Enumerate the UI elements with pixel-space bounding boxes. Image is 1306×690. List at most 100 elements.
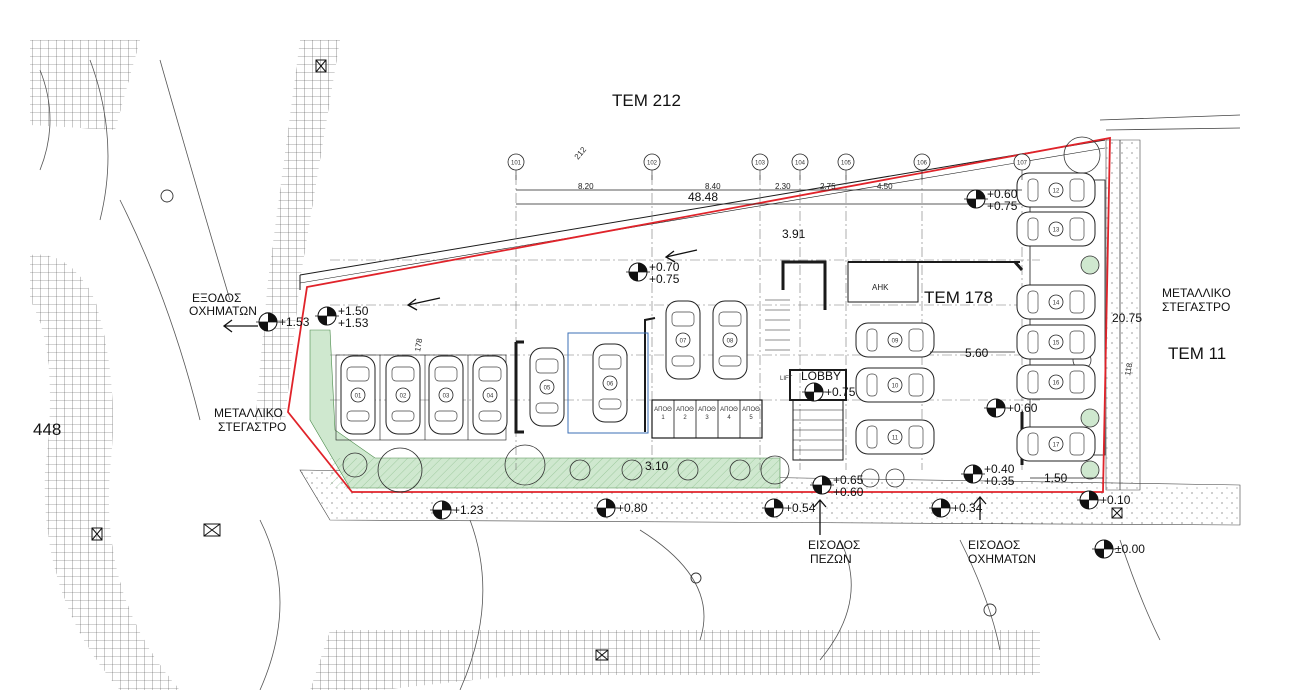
west-side-dimension: 178 bbox=[413, 337, 424, 352]
metal-shelter-right-label-2: ΣΤΕΓΑΣΤΡΟ bbox=[1162, 300, 1230, 314]
grid-axis-label: 102 bbox=[647, 161, 658, 167]
level-value-secondary: +1.53 bbox=[338, 316, 369, 330]
storage-room-number: 4 bbox=[727, 415, 731, 421]
storage-room-number: 5 bbox=[749, 415, 753, 421]
grid-axes: 101 102 103 104 105 106 107 bbox=[507, 153, 1031, 180]
level-value: +0.54 bbox=[785, 501, 816, 515]
level-marker: +0.60+0.75 bbox=[964, 187, 1018, 213]
right-dimension: 20.75 bbox=[1112, 311, 1142, 325]
storage-room-label: ΑΠΟΘ bbox=[742, 407, 760, 413]
context-roads bbox=[30, 40, 1241, 690]
level-marker: ±0.00 bbox=[1092, 539, 1145, 559]
dimension-lines bbox=[516, 140, 1121, 490]
segment-dim-3: 2.30 bbox=[775, 182, 791, 191]
metal-shelter-left-label-1: ΜΕΤΑΛΛΙΚΟ bbox=[214, 406, 283, 420]
parking-space-11: 11 bbox=[855, 419, 935, 455]
corner2-dimension: 1.50 bbox=[1044, 471, 1068, 485]
parcel-number-label: 212 bbox=[573, 145, 589, 161]
parking-space-number: 04 bbox=[487, 394, 494, 400]
level-value: +0.40 bbox=[984, 462, 1015, 476]
segment-dim-4: 2.75 bbox=[820, 182, 836, 191]
storage-room-number: 1 bbox=[661, 415, 665, 421]
parking-space-15: 15 bbox=[1016, 324, 1096, 360]
grid-axis-label: 105 bbox=[841, 161, 852, 167]
road-grid-south bbox=[310, 630, 1040, 690]
aisle-dimension: 5.60 bbox=[965, 346, 989, 360]
level-value: +0.75 bbox=[825, 385, 856, 399]
parking-space-09: 09 bbox=[855, 322, 935, 358]
parking-space-12: 12 bbox=[1016, 172, 1096, 208]
level-marker: +0.80 bbox=[594, 498, 648, 518]
parking-space-03: 03 bbox=[428, 355, 464, 435]
grid-axis-107: 107 bbox=[1013, 153, 1031, 180]
level-value-secondary: +0.35 bbox=[984, 474, 1015, 488]
grid-axis-label: 106 bbox=[917, 161, 928, 167]
road-grid-topleft bbox=[30, 40, 140, 130]
segment-dim-1: 8.20 bbox=[578, 182, 594, 191]
landscape-hatch bbox=[330, 458, 780, 488]
level-marker: +1.50+1.53 bbox=[315, 304, 369, 330]
level-marker: +0.40+0.35 bbox=[961, 462, 1015, 488]
level-marker: +0.54 bbox=[762, 498, 816, 518]
tree-icons bbox=[342, 136, 1101, 493]
parking-space-10: 10 bbox=[855, 367, 935, 403]
manhole-icon bbox=[91, 59, 1123, 661]
grid-axis-101: 101 bbox=[507, 153, 525, 180]
level-value: +1.23 bbox=[453, 503, 484, 517]
level-value-secondary: +0.75 bbox=[987, 199, 1018, 213]
grid-axis-103: 103 bbox=[751, 153, 769, 180]
level-marker: +0.70+0.75 bbox=[626, 260, 680, 286]
grid-axis-label: 107 bbox=[1017, 161, 1028, 167]
parcel-west-label: 448 bbox=[33, 420, 61, 439]
grid-axis-106: 106 bbox=[913, 153, 931, 180]
parking-space-number: 13 bbox=[1053, 228, 1060, 234]
parking-space-08: 08 bbox=[712, 300, 748, 380]
grid-axis-label: 103 bbox=[755, 161, 766, 167]
level-markers: +0.60+0.75+0.70+0.75+1.50+1.53+1.53+0.75… bbox=[256, 187, 1145, 559]
parking-space-01: 01 bbox=[340, 355, 376, 435]
storage-room-number: 3 bbox=[705, 415, 709, 421]
lift-label: LIFT bbox=[780, 376, 793, 382]
level-value: +0.60 bbox=[987, 187, 1018, 201]
metal-shelter-right-label-1: ΜΕΤΑΛΛΙΚΟ bbox=[1162, 286, 1231, 300]
ahk-label: ΑΗΚ bbox=[872, 283, 889, 292]
segment-dim-2: 8.40 bbox=[705, 182, 721, 191]
pedestrian-entry-label-2: ΠΕΖΩΝ bbox=[810, 552, 852, 566]
level-value: +0.10 bbox=[1100, 493, 1131, 507]
level-marker: +0.60 bbox=[984, 398, 1038, 418]
arrow-icons bbox=[222, 249, 987, 535]
storage-room-label: ΑΠΟΘ bbox=[654, 407, 672, 413]
segment-dim-5: 4.50 bbox=[877, 182, 893, 191]
road-grid-west bbox=[30, 254, 180, 690]
vehicle-entry-label-2: ΟΧΗΜΑΤΩΝ bbox=[968, 552, 1036, 566]
level-value-secondary: +0.60 bbox=[833, 485, 864, 499]
property-boundary bbox=[287, 136, 1111, 493]
grid-axis-label: 104 bbox=[795, 161, 806, 167]
parking-space-number: 15 bbox=[1053, 341, 1060, 347]
parking-space-number: 02 bbox=[400, 394, 407, 400]
level-value: +0.60 bbox=[1007, 401, 1038, 415]
parking-space-number: 16 bbox=[1053, 381, 1060, 387]
east-side-dimension: 118 bbox=[1123, 362, 1134, 377]
level-value: +0.34 bbox=[952, 501, 983, 515]
parking-space-number: 01 bbox=[355, 394, 362, 400]
grid-axis-104: 104 bbox=[791, 153, 809, 180]
storage-room-label: ΑΠΟΘ bbox=[720, 407, 738, 413]
text-labels: ΤΕΜ 212 ΤΕΜ 178 ΤΕΜ 11 448 212 ΕΞΟΔΟΣ ΟΧ… bbox=[33, 91, 1231, 566]
level-value: ±0.00 bbox=[1115, 542, 1145, 556]
parcel-north-label: ΤΕΜ 212 bbox=[612, 91, 681, 110]
parking-space-number: 06 bbox=[607, 382, 614, 388]
pedestrian-entry-label-1: ΕΙΣΟΔΟΣ bbox=[808, 538, 860, 552]
level-value: +0.65 bbox=[833, 473, 864, 487]
level-marker: +0.10 bbox=[1077, 490, 1131, 510]
corner-dimension: 3.10 bbox=[645, 459, 669, 473]
parking-space-number: 10 bbox=[892, 384, 899, 390]
level-marker: +0.65+0.60 bbox=[810, 473, 864, 499]
vehicle-entry-label-1: ΕΙΣΟΔΟΣ bbox=[968, 538, 1020, 552]
storage-room-label: ΑΠΟΘ bbox=[676, 407, 694, 413]
metal-shelter-left-label-2: ΣΤΕΓΑΣΤΡΟ bbox=[218, 420, 286, 434]
storage-room-number: 2 bbox=[683, 415, 687, 421]
level-value: +0.70 bbox=[649, 260, 680, 274]
parking-space-16: 16 bbox=[1016, 364, 1096, 400]
